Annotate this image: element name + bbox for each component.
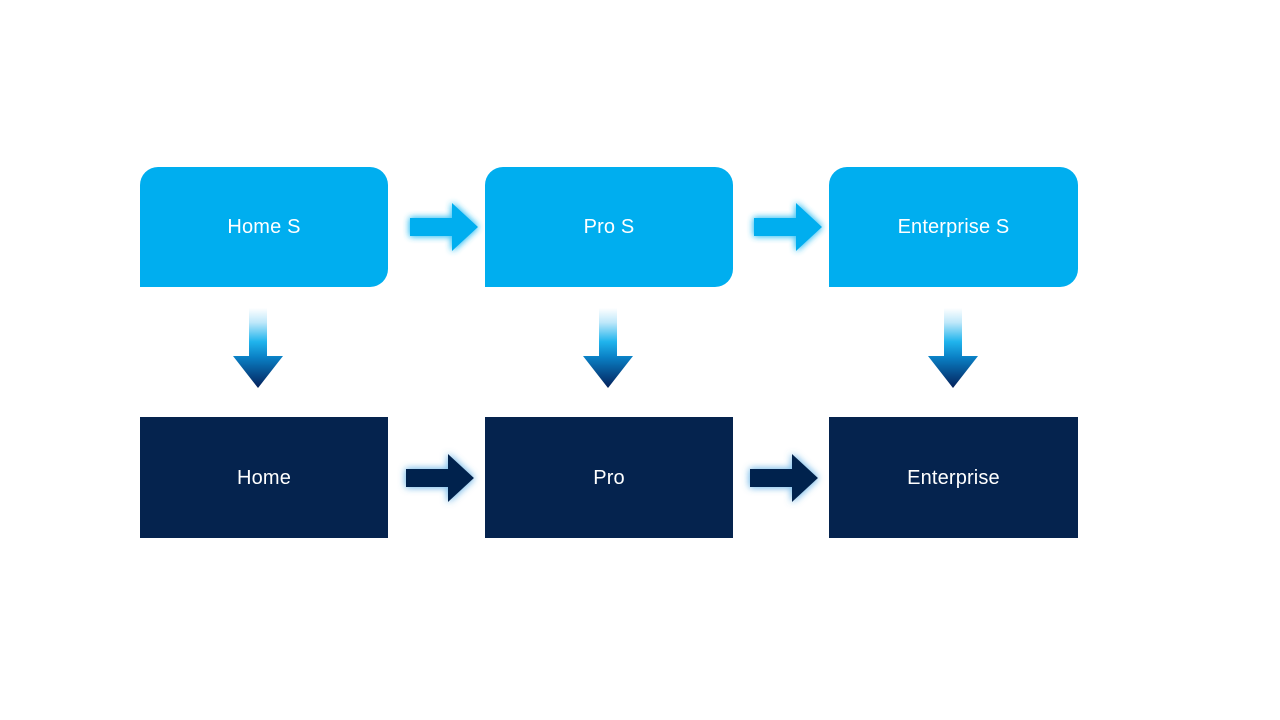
- node-label: Pro: [593, 466, 625, 489]
- arrow-right-home-to-pro: [404, 449, 476, 507]
- node-label: Enterprise: [907, 466, 1000, 489]
- node-home-s[interactable]: Home S: [140, 167, 388, 287]
- node-label: Home S: [227, 216, 301, 238]
- node-label: Pro S: [583, 216, 635, 238]
- arrow-right-pro-s-to-enterprise-s: [752, 198, 824, 256]
- node-pro-s[interactable]: Pro S: [485, 167, 733, 287]
- node-pro[interactable]: Pro: [485, 417, 733, 538]
- node-enterprise[interactable]: Enterprise: [829, 417, 1078, 538]
- arrow-down-enterprise-s-to-enterprise: [925, 308, 981, 390]
- arrow-right-home-s-to-pro-s: [408, 198, 480, 256]
- node-enterprise-s[interactable]: Enterprise S: [829, 167, 1078, 287]
- arrow-right-pro-to-enterprise: [748, 449, 820, 507]
- node-label: Home: [237, 466, 291, 489]
- node-home[interactable]: Home: [140, 417, 388, 538]
- node-label: Enterprise S: [897, 216, 1010, 238]
- arrow-down-pro-s-to-pro: [580, 308, 636, 390]
- arrow-down-home-s-to-home: [230, 308, 286, 390]
